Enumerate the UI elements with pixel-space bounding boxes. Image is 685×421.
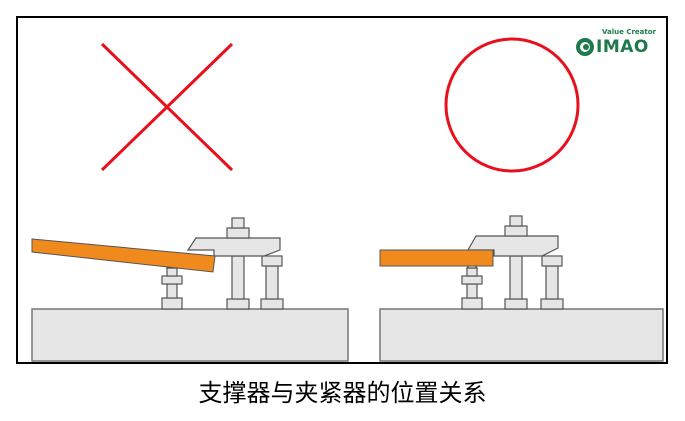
imao-logo: Value Creator IMAO <box>576 28 658 58</box>
figure-caption: 支撑器与夹紧器的位置关系 <box>198 379 487 407</box>
logo-mark-icon <box>576 38 594 56</box>
clamp-arm <box>186 217 281 257</box>
clamp-stud-rear <box>260 255 284 310</box>
support-jack <box>461 263 483 310</box>
figure-frame: Value Creator IMAO <box>16 16 668 364</box>
logo-tagline: Value Creator <box>602 28 656 36</box>
clamp-stud-rear <box>540 255 564 310</box>
circle-icon <box>444 37 580 173</box>
workpiece-tilted <box>31 238 216 273</box>
support-jack <box>161 263 183 310</box>
correct-panel <box>379 37 664 362</box>
workpiece-level <box>379 249 494 267</box>
clamp-arm <box>466 215 559 257</box>
base-plate <box>379 308 664 362</box>
clamp-stud-front <box>504 255 528 310</box>
incorrect-panel <box>31 42 349 362</box>
logo-wordmark: IMAO <box>596 37 649 57</box>
base-plate <box>31 308 349 362</box>
cross-icon <box>100 42 234 172</box>
clamp-diagram <box>31 37 664 362</box>
clamp-stud-front <box>226 255 250 310</box>
